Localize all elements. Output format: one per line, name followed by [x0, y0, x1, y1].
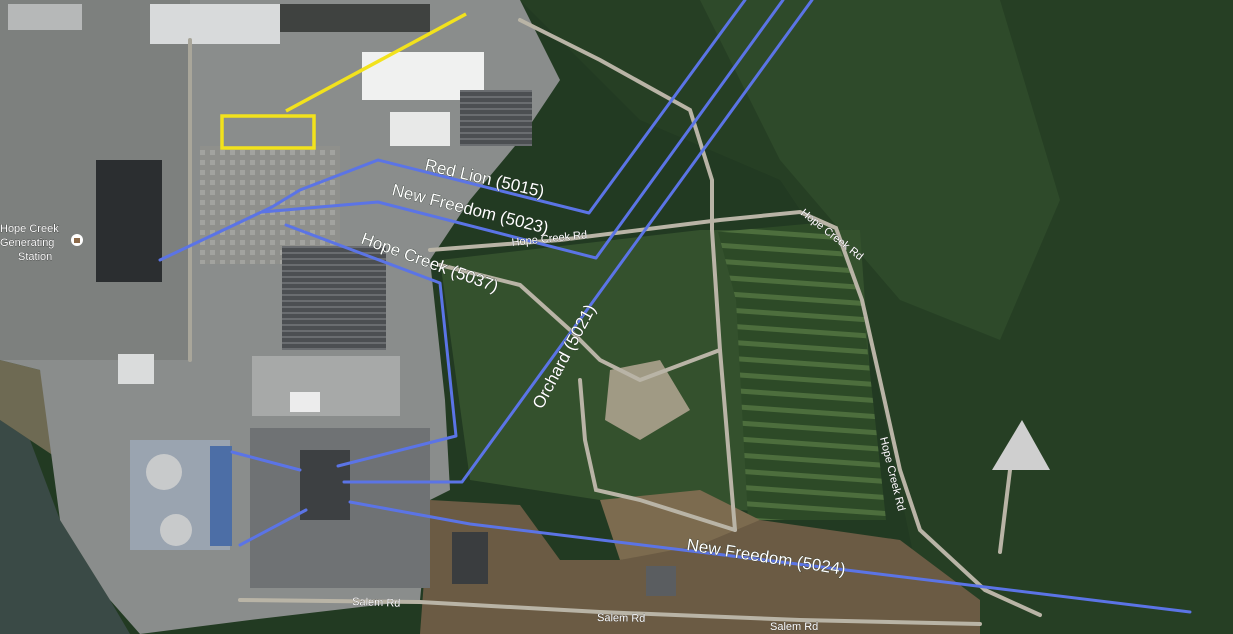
parking-lot-central	[282, 246, 386, 350]
small-building	[290, 392, 320, 412]
tower-access-road	[998, 468, 1012, 554]
switchyard-north	[200, 146, 340, 264]
poi-label-line-1: Hope Creek	[0, 223, 59, 235]
containment-dome-1	[146, 454, 182, 490]
service-building	[252, 356, 400, 416]
small-building-2	[118, 354, 154, 384]
poi-label-line-3: Station	[18, 251, 52, 263]
highlight-box	[220, 114, 316, 150]
road-salem	[238, 598, 982, 626]
road-inner	[578, 378, 737, 532]
switchyard-equipment	[300, 450, 350, 520]
transmission-lines	[158, 0, 1192, 614]
line-tie-1	[230, 450, 302, 472]
clearing	[605, 360, 690, 440]
turbine-hall	[210, 446, 232, 546]
road-hope-creek	[428, 209, 1042, 617]
shoreline	[0, 360, 60, 460]
poi-label-line-2: Generating	[0, 237, 54, 249]
line-new-freedom-5023	[260, 0, 785, 260]
cleared-field	[420, 500, 980, 634]
containment-dome-2	[160, 514, 192, 546]
road-label-salem-3: Salem Rd	[770, 621, 818, 633]
highlight-leader-line	[285, 12, 467, 113]
orchard-rows	[718, 222, 886, 520]
road-network	[188, 18, 1042, 626]
highlight-annotation	[220, 12, 467, 150]
marsh-patch	[700, 0, 1060, 340]
office-building	[390, 112, 450, 146]
marsh-area	[520, 0, 1233, 634]
parking-lot-north	[460, 90, 532, 146]
river-water	[0, 420, 130, 634]
tower-pad	[992, 420, 1050, 470]
plant-building	[8, 4, 82, 30]
road-loop	[438, 263, 722, 383]
line-tie-2	[238, 508, 308, 547]
reactor-building	[96, 160, 162, 282]
tank-area	[452, 532, 488, 584]
cleared-field-2	[600, 490, 760, 560]
line-orchard	[342, 0, 814, 484]
dark-area	[280, 4, 430, 32]
road-label-salem-2: Salem Rd	[597, 612, 645, 625]
substation-small	[646, 566, 676, 596]
line-new-freedom-5024	[348, 500, 1192, 614]
line-hope-creek	[284, 223, 458, 468]
road-label-salem-1: Salem Rd	[352, 596, 401, 610]
building-icon-body	[74, 238, 80, 243]
poi-marker[interactable]: Hope Creek Generating Station	[0, 223, 83, 263]
line-red-lion	[158, 0, 747, 262]
cooling-steam	[150, 4, 280, 44]
